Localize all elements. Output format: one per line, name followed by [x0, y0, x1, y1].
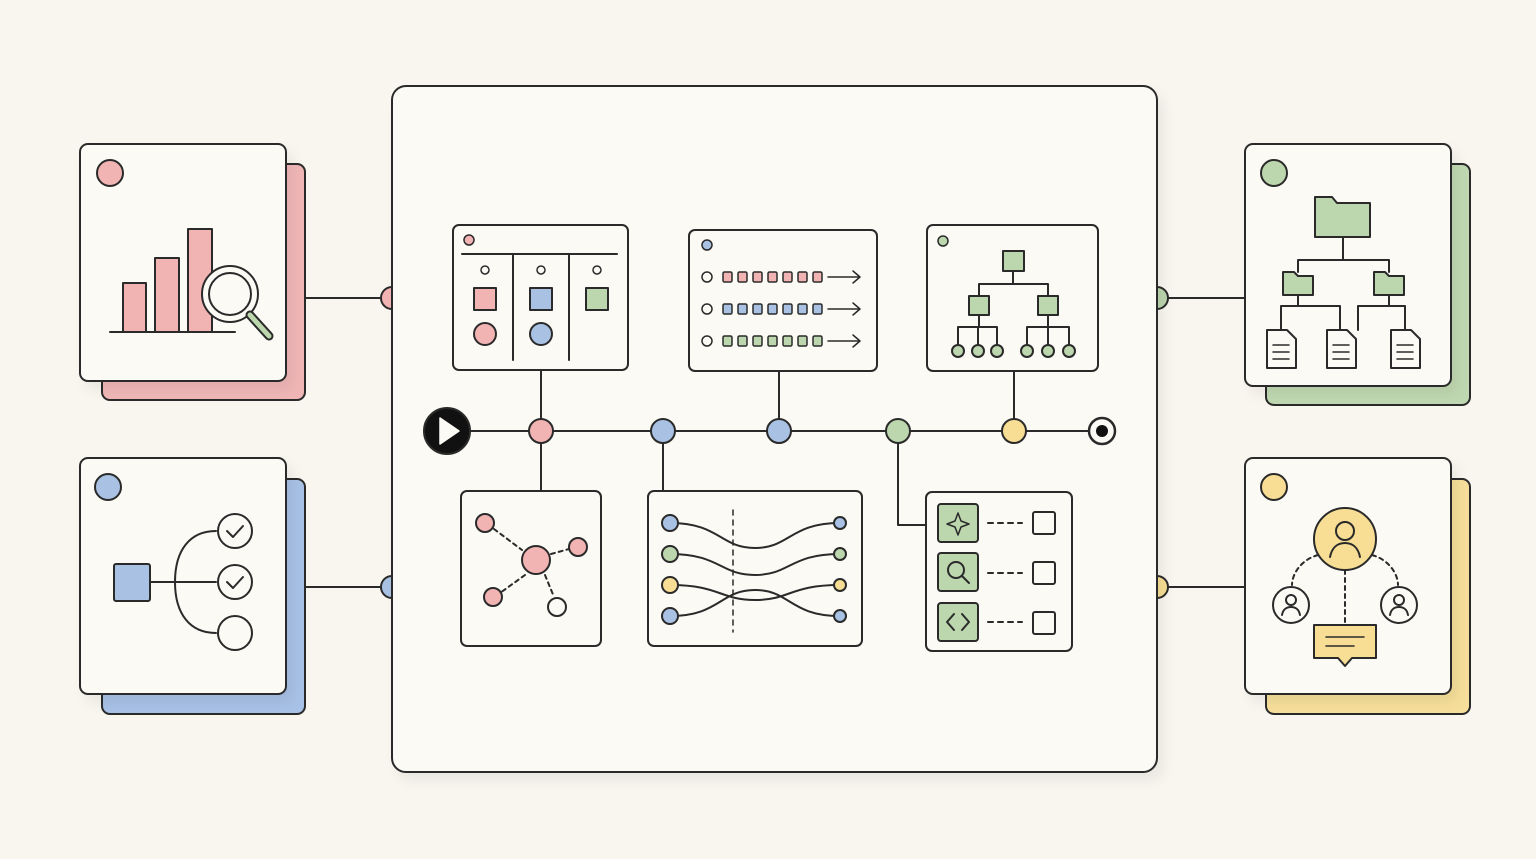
- card-branching[interactable]: [79, 457, 306, 715]
- card-branching-dot: [94, 473, 122, 501]
- side-connectors: [304, 297, 1246, 588]
- branch-checklist-icon: [113, 513, 253, 651]
- timeline-node[interactable]: [885, 418, 911, 444]
- module-tools[interactable]: [925, 491, 1073, 652]
- card-analytics[interactable]: [79, 143, 306, 401]
- card-files-front: [1244, 143, 1452, 387]
- play-icon[interactable]: [423, 407, 471, 455]
- timeline-node[interactable]: [766, 418, 792, 444]
- org-tree-icon: [937, 235, 1076, 358]
- card-files[interactable]: [1244, 143, 1471, 406]
- kanban-board-icon: [461, 234, 618, 361]
- timeline-nodes: [528, 418, 1027, 444]
- module-graph[interactable]: [460, 490, 602, 647]
- module-hierarchy[interactable]: [926, 224, 1099, 372]
- bar-chart-magnifier-icon: [109, 228, 274, 341]
- card-people-dot: [1260, 473, 1288, 501]
- module-routing[interactable]: [647, 490, 863, 647]
- queue-rows-icon: [701, 239, 861, 348]
- network-graph-icon: [475, 513, 588, 617]
- card-people-front: [1244, 457, 1452, 695]
- card-files-dot: [1260, 159, 1288, 187]
- routing-lines-icon: [661, 509, 847, 633]
- timeline-node[interactable]: [528, 418, 554, 444]
- card-people[interactable]: [1244, 457, 1471, 715]
- stop-target-icon[interactable]: [1087, 416, 1117, 446]
- user-hierarchy-icon: [1272, 507, 1418, 667]
- timeline-node[interactable]: [650, 418, 676, 444]
- module-links: [540, 369, 1015, 526]
- timeline-node[interactable]: [1001, 418, 1027, 444]
- module-kanban[interactable]: [452, 224, 629, 371]
- folder-tree-icon: [1266, 196, 1421, 369]
- tool-list-icon: [937, 503, 1056, 642]
- card-analytics-dot: [96, 159, 124, 187]
- module-queues[interactable]: [688, 229, 878, 372]
